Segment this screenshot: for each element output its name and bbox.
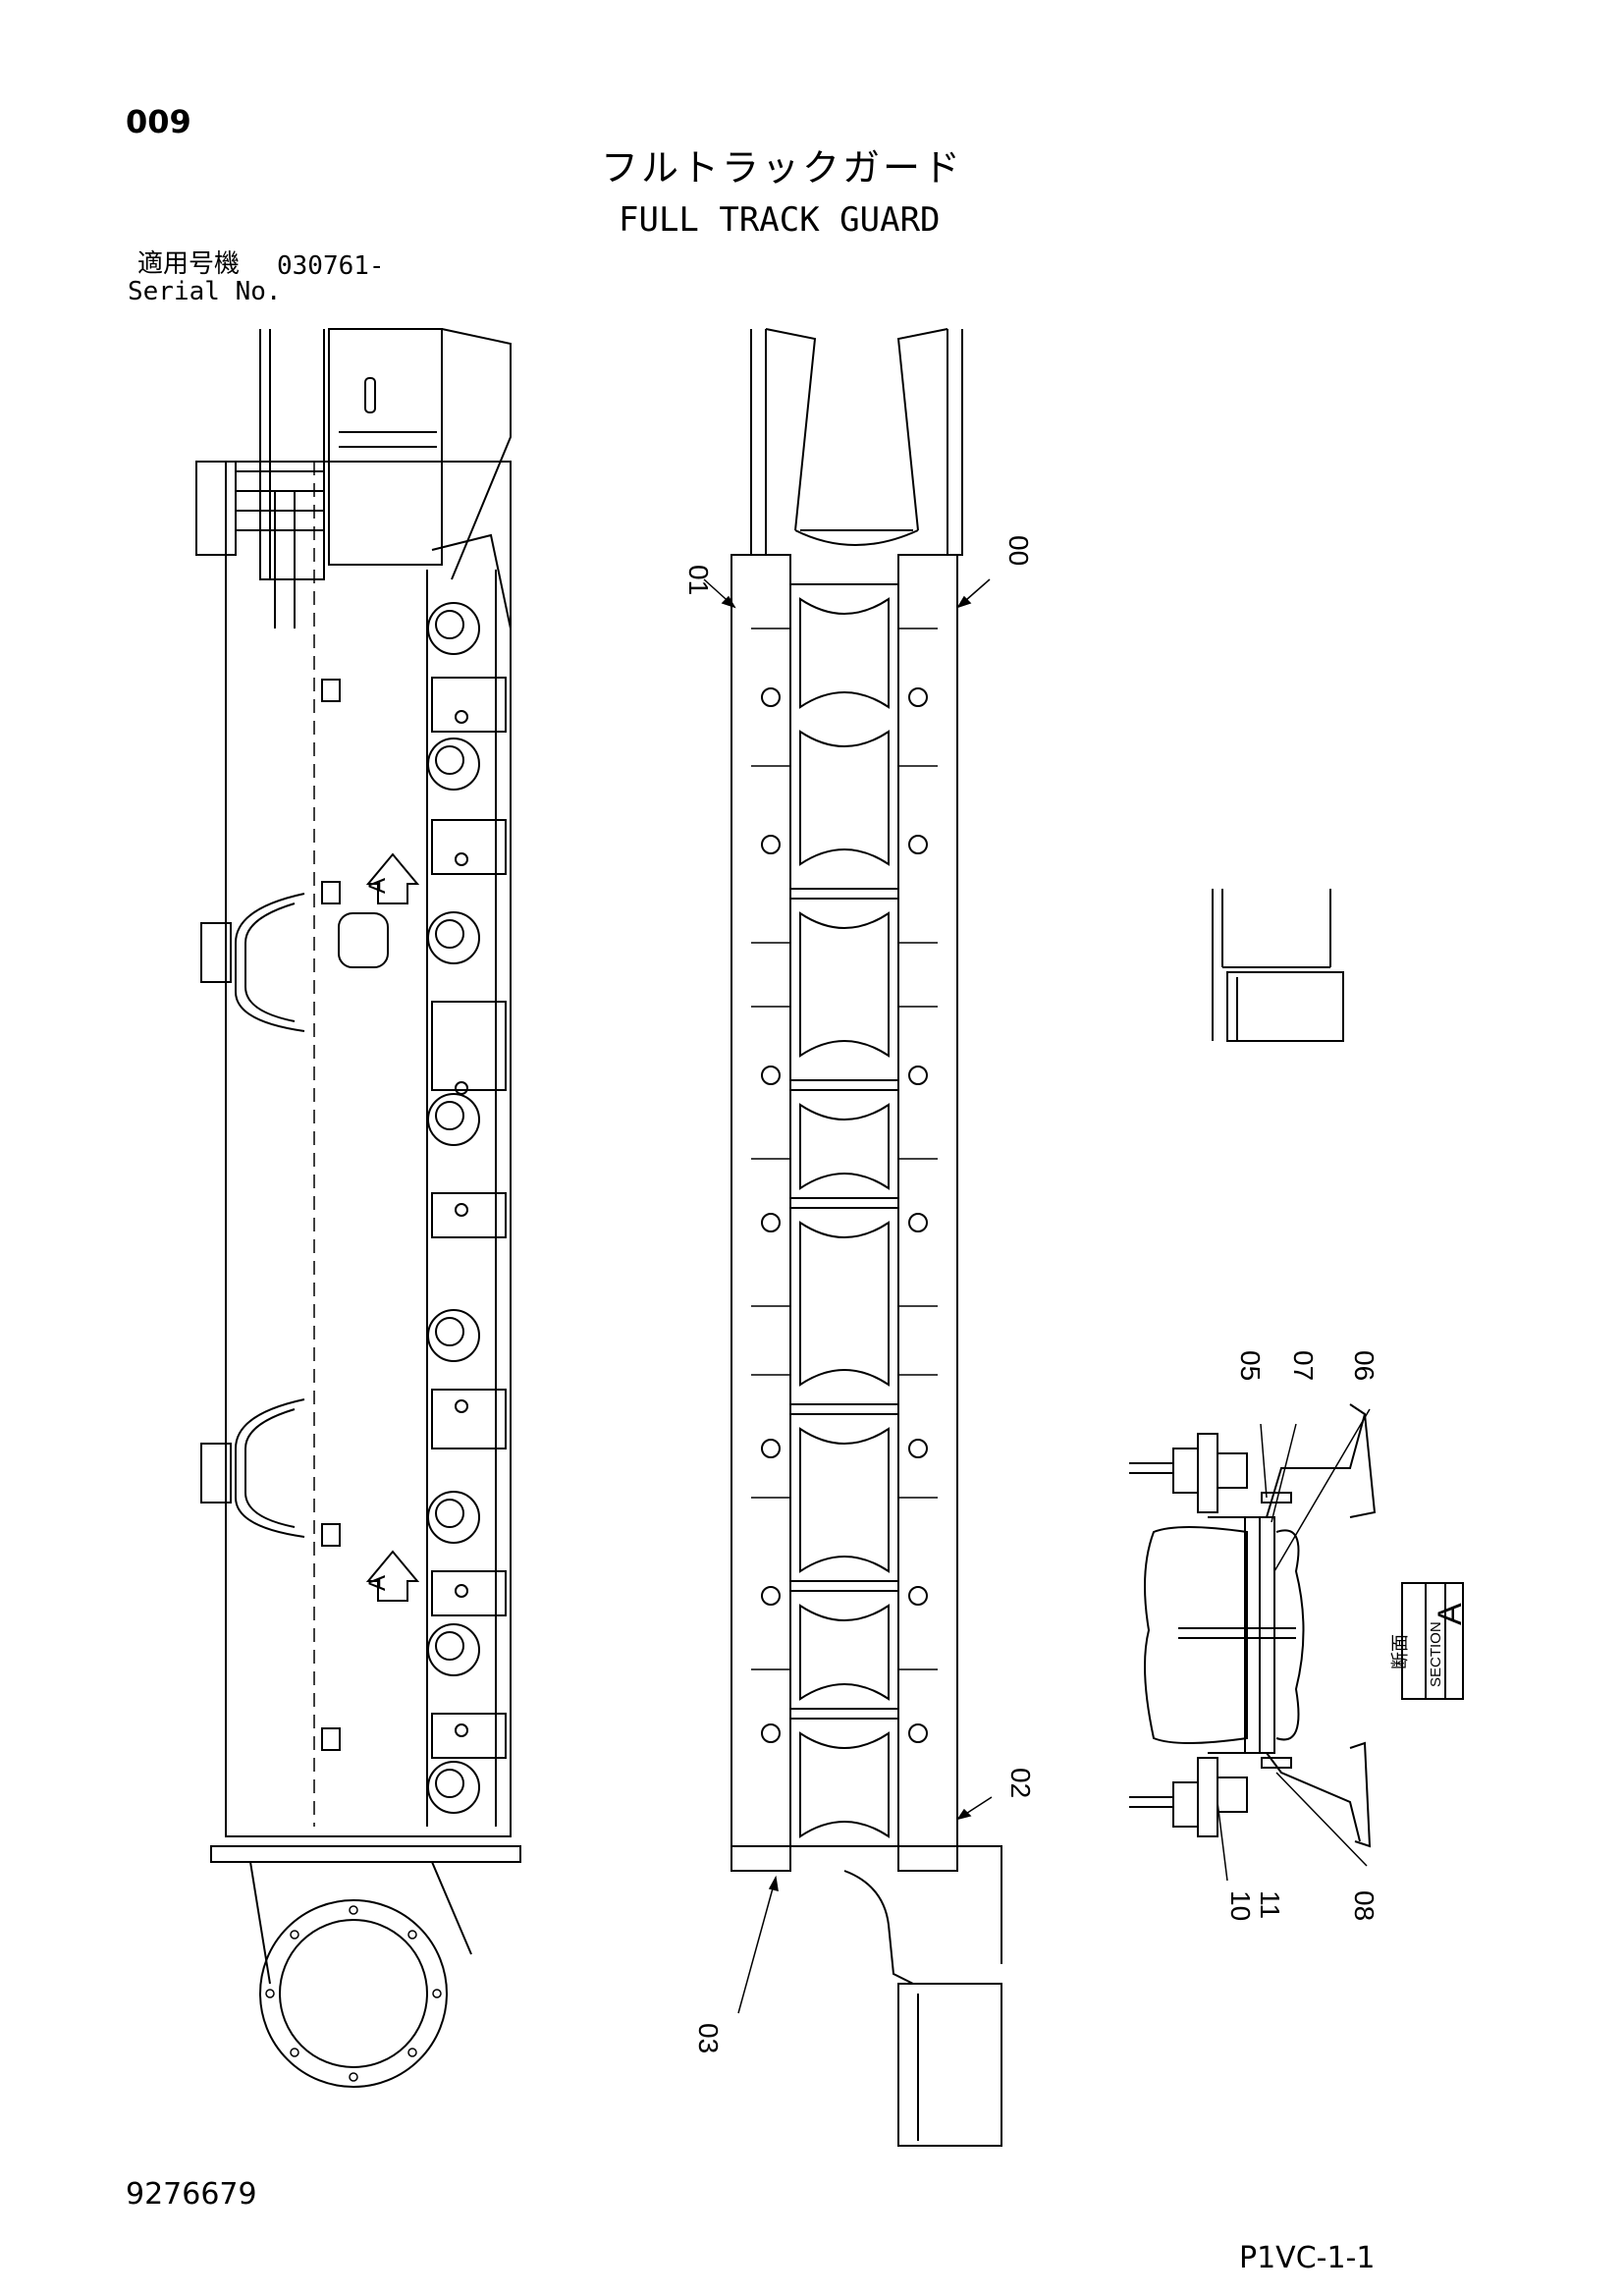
guard-bolts [761,687,928,1743]
callout-11: 11 [1255,1890,1285,1919]
page-number: 009 [126,103,191,140]
title-japanese: フルトラックガード [601,146,964,190]
title-english: FULL TRACK GUARD [619,200,941,240]
callout-10: 10 [1225,1890,1256,1921]
callout-05: 05 [1235,1350,1266,1381]
section-word: SECTION [1428,1621,1444,1687]
idler-bolts [265,1905,442,2082]
view-arrow-letter-top: A [364,878,391,894]
page-code: P1VC-1-1 [1239,2241,1376,2275]
callout-01: 01 [683,565,714,595]
serial-label-japanese: 適用号機 [137,249,241,279]
section-label-box [1401,1582,1464,1700]
track-rollers [427,602,480,1814]
guard-plates [431,677,507,1759]
bottom-view [730,328,1002,2147]
serial-label-english: Serial No. [128,277,282,306]
drawing-number: 9276679 [126,2177,257,2212]
callout-08: 08 [1349,1890,1380,1921]
callout-07: 07 [1288,1350,1319,1381]
bottom-rollers [799,597,890,1838]
callout-labels: 01 00 02 03 05 07 06 08 10 11 断面 SECTION… [364,535,1469,2053]
callout-00: 00 [1003,535,1034,566]
section-kanji: 断面 [1390,1634,1411,1669]
section-letter: A [1432,1603,1469,1625]
detail-view [1212,889,1344,1042]
callout-03: 03 [693,2023,724,2053]
side-view [195,328,521,2088]
callout-02: 02 [1005,1768,1036,1798]
leader-lines [703,578,1371,2014]
rail-ticks [751,628,938,1670]
serial-number-value: 030761- [277,251,385,281]
section-a-view [1129,1403,1377,1848]
view-arrow-letter-bottom: A [364,1575,391,1591]
callout-06: 06 [1349,1350,1380,1381]
